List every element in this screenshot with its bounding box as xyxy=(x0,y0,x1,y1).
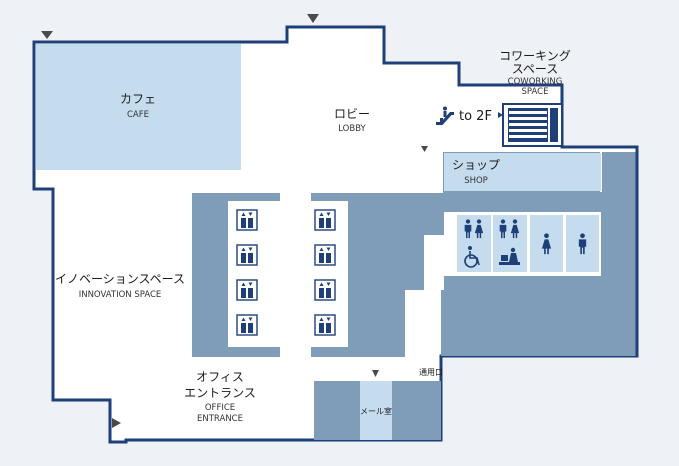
right-wall-edge xyxy=(600,145,639,356)
core-notch xyxy=(405,290,425,357)
coworking-label-jp-1: コワーキング xyxy=(499,49,571,63)
mail-room-label: メール室 xyxy=(360,406,392,416)
stairs-arrow-icon xyxy=(498,112,503,118)
shop-area[interactable] xyxy=(444,153,601,191)
coworking-label-en-2: SPACE xyxy=(522,87,549,97)
shop-label-en: SHOP xyxy=(464,176,488,186)
cafe-area[interactable] xyxy=(36,44,241,170)
coworking-label-en-1: COWORKING xyxy=(508,77,563,87)
service-room-right xyxy=(392,381,441,440)
staircase[interactable] xyxy=(502,103,563,147)
escalator-icon xyxy=(436,106,454,125)
entrance-triangle-icon[interactable] xyxy=(307,14,319,23)
lobby-label-en: LOBBY xyxy=(338,124,366,134)
entrance-markers xyxy=(41,14,428,428)
office-entrance-label-en-1: OFFICE xyxy=(205,403,235,413)
mail-room[interactable] xyxy=(360,381,392,440)
innovation-label-en: INNOVATION SPACE xyxy=(79,290,162,300)
entrance-triangle-icon[interactable] xyxy=(112,418,121,428)
entrance-triangle-icon[interactable] xyxy=(41,31,53,39)
right-wall-recess xyxy=(602,152,637,192)
baby-changing-icon xyxy=(499,247,520,265)
entrance-triangle-icon[interactable] xyxy=(372,370,379,377)
shop-label-jp: ショップ xyxy=(452,158,500,172)
innovation-label-jp: イノベーションスペース xyxy=(55,272,185,286)
core-gap xyxy=(424,235,444,290)
cafe-label-en: CAFE xyxy=(127,110,149,120)
coworking-label-jp-2: スペース xyxy=(512,62,559,76)
service-room-left xyxy=(314,381,360,440)
service-entrance-label: 通用口 xyxy=(419,367,443,377)
entrance-triangle-icon[interactable] xyxy=(421,146,428,152)
lobby-label-jp: ロビー xyxy=(334,107,370,121)
office-entrance-label-en-2: ENTRANCE xyxy=(197,414,243,424)
cafe-label-jp: カフェ xyxy=(120,92,156,106)
wheelchair-icon xyxy=(464,246,480,268)
office-entrance-label-jp-2: エントランス xyxy=(184,386,256,400)
restroom-1[interactable] xyxy=(457,215,491,272)
to-2f-label: to 2F xyxy=(459,109,492,124)
elevator-hall-divider xyxy=(280,193,311,357)
office-entrance-label-jp-1: オフィス xyxy=(196,370,244,384)
